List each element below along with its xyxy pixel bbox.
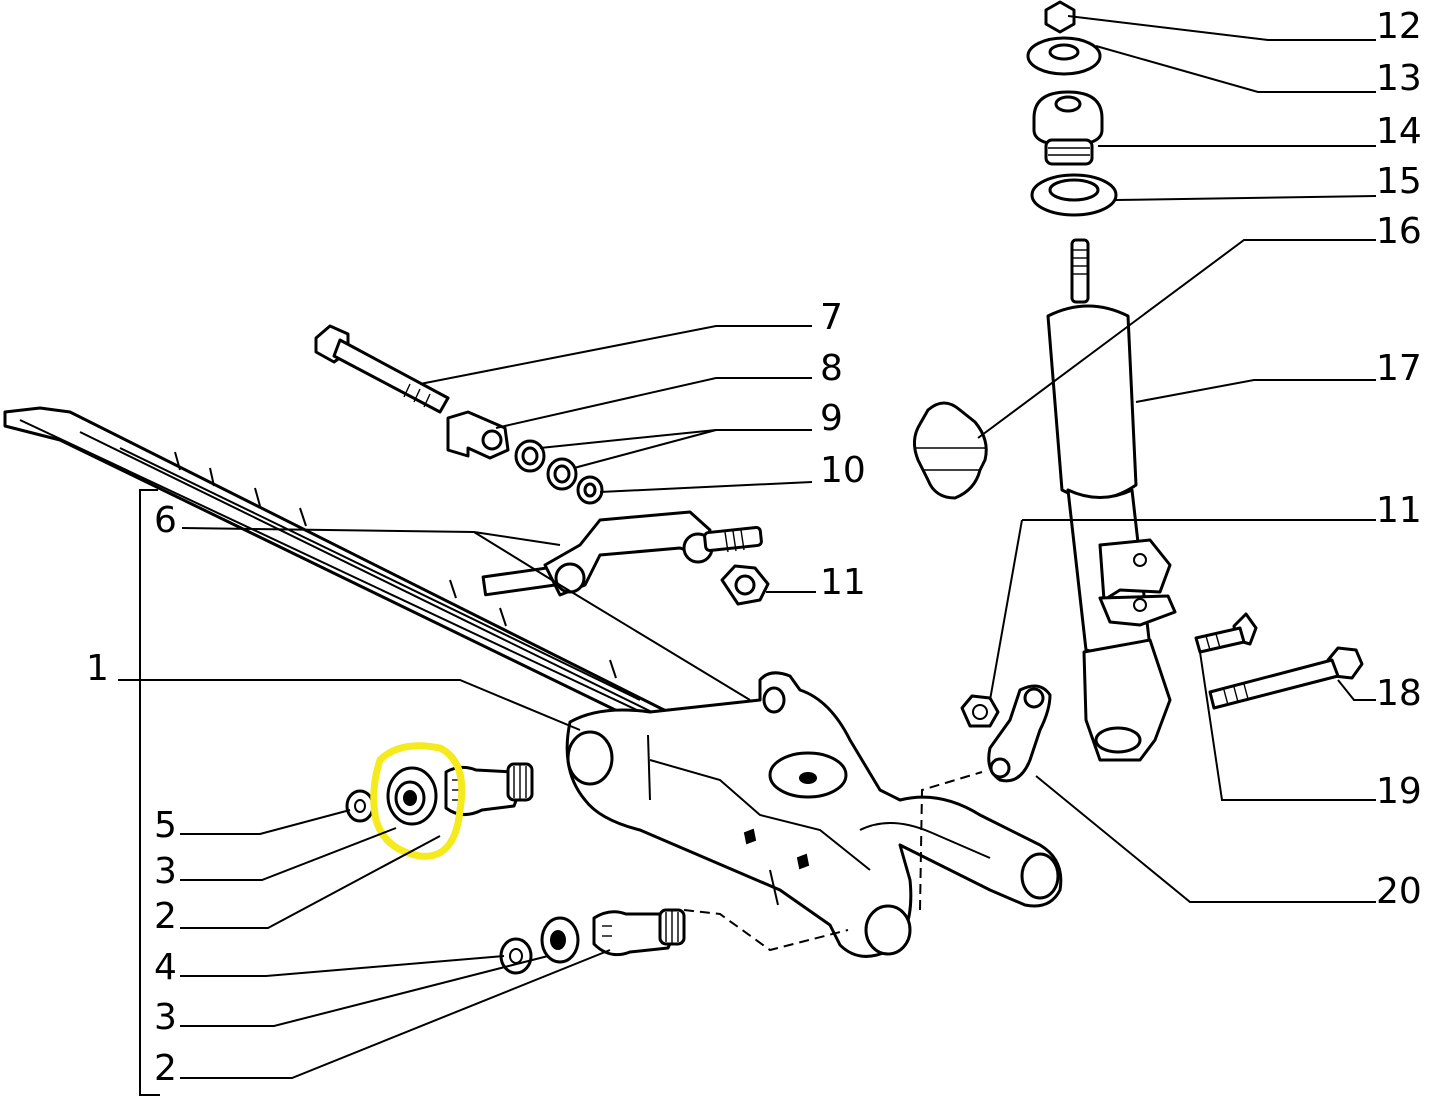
highlight-circle — [370, 742, 466, 860]
part-6-stabilizer-link — [481, 510, 763, 597]
part-14-rubber-mount — [1032, 90, 1104, 166]
callout-6: 6 — [154, 500, 177, 541]
axle-arm — [565, 671, 1063, 958]
callout-18: 18 — [1376, 673, 1422, 714]
callout-19: 19 — [1376, 771, 1422, 812]
part-13-washer — [1026, 36, 1102, 76]
callout-10: 10 — [820, 450, 866, 491]
part-17-shock-absorber — [1046, 238, 1177, 762]
part-11-nut — [720, 564, 770, 606]
callout-9: 9 — [820, 398, 843, 439]
callout-3-lower: 3 — [154, 997, 177, 1038]
group-bracket — [139, 489, 160, 1096]
part-7-bolt — [314, 324, 450, 414]
callout-17: 17 — [1376, 348, 1422, 389]
part-3-bushing-upper — [386, 766, 438, 826]
leader-lines — [118, 15, 1377, 1079]
callout-1: 1 — [86, 648, 109, 689]
callouts-right: 12 13 14 15 16 7 17 8 9 10 11 11 18 19 2… — [820, 6, 1422, 912]
part-12-nut — [1044, 0, 1076, 34]
part-4-nut — [499, 937, 533, 975]
callout-4: 4 — [154, 947, 177, 988]
part-10-washer — [576, 475, 604, 505]
callout-5: 5 — [154, 805, 177, 846]
callout-7: 7 — [820, 297, 843, 338]
part-3-bushing-lower — [540, 916, 580, 964]
callout-11-middle: 11 — [820, 562, 866, 603]
leaf-spring — [3, 406, 702, 744]
callouts-left: 6 1 5 3 2 4 3 2 — [86, 500, 177, 1089]
part-2-bushing-lower — [592, 908, 686, 957]
callout-20: 20 — [1376, 871, 1422, 912]
part-16-bump-stop — [913, 401, 988, 500]
part-5-nut — [345, 789, 375, 823]
callout-12: 12 — [1376, 6, 1422, 47]
callout-3-upper: 3 — [154, 851, 177, 892]
callout-2-upper: 2 — [154, 896, 177, 937]
part-9-washers — [514, 439, 578, 491]
callout-11-right: 11 — [1376, 490, 1422, 531]
part-11-nut-small — [960, 694, 1000, 728]
part-8-bracket — [446, 410, 510, 460]
callout-13: 13 — [1376, 58, 1422, 99]
part-19-bolt — [1194, 612, 1258, 654]
part-18-bolt — [1208, 646, 1364, 710]
callout-16: 16 — [1376, 211, 1422, 252]
part-15-washer — [1030, 173, 1118, 217]
callout-15: 15 — [1376, 161, 1422, 202]
callout-2-lower: 2 — [154, 1048, 177, 1089]
callout-14: 14 — [1376, 111, 1422, 152]
callout-8: 8 — [820, 348, 843, 389]
part-20-shackle — [987, 684, 1052, 783]
